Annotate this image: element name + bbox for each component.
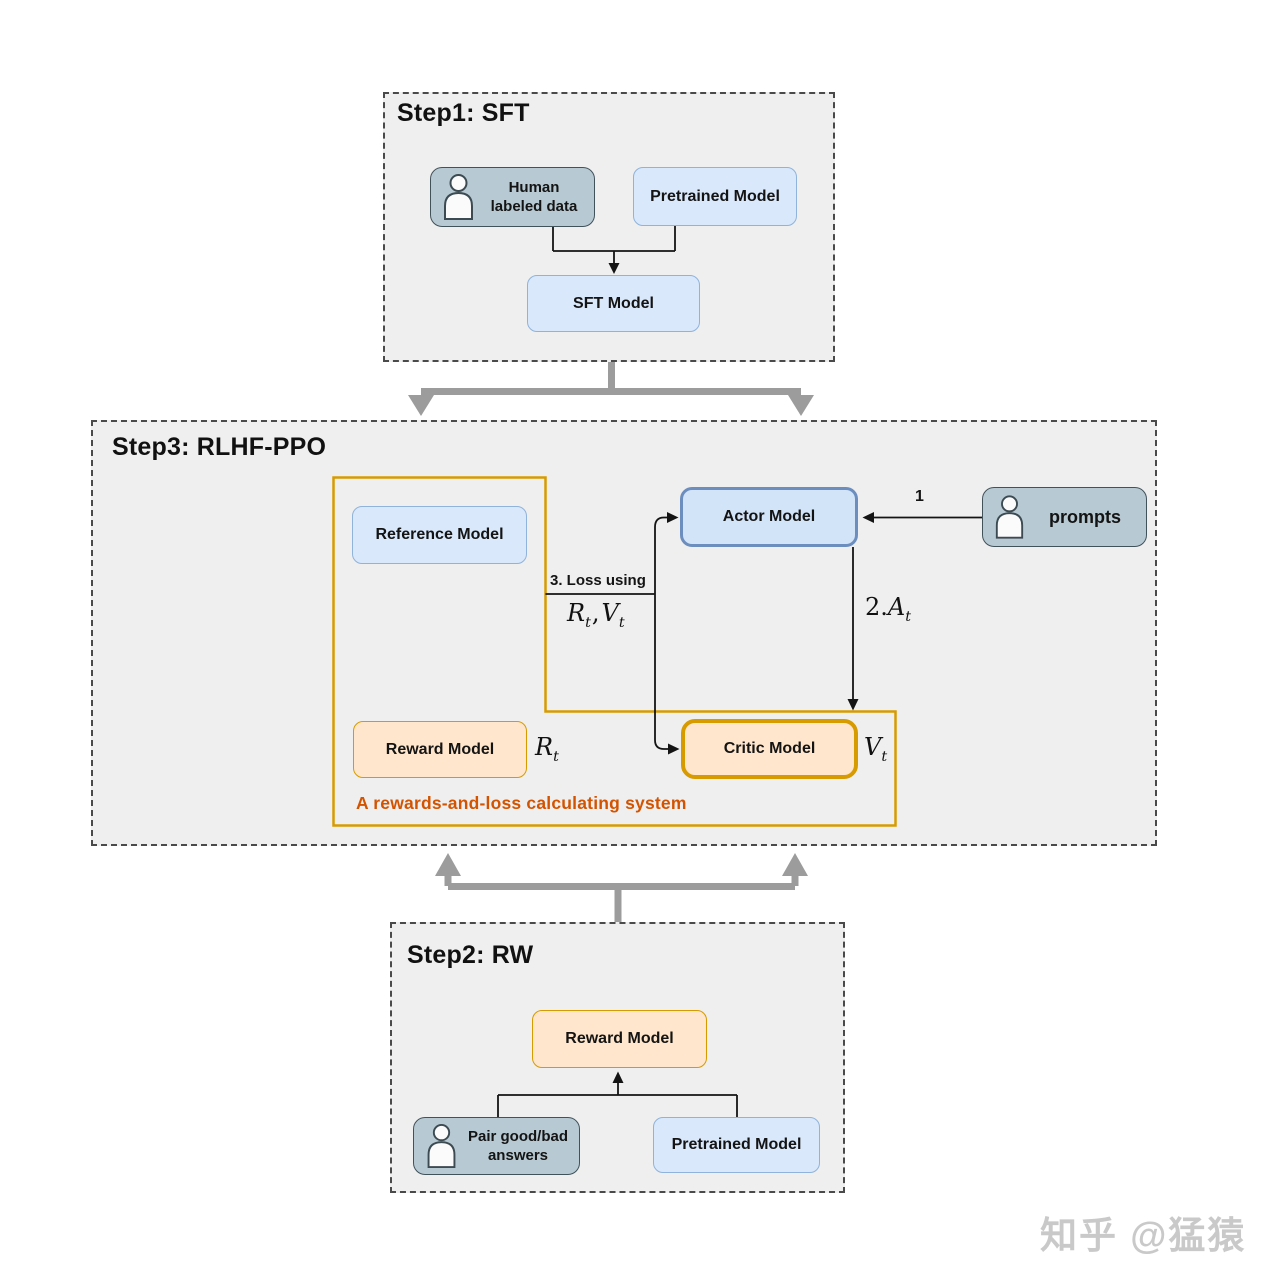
gray-arrowhead-up-right xyxy=(782,853,808,876)
human-labeled-data-node: Human labeled data xyxy=(430,167,595,227)
arrowhead-into-sft-model xyxy=(608,263,620,274)
critic-vt-label: Vt xyxy=(864,733,888,765)
actor-model-node: Actor Model xyxy=(680,487,858,547)
step3-rlhf-ppo-group xyxy=(91,420,1157,846)
human-labeled-data-label: Human labeled data xyxy=(490,178,578,216)
zhihu-watermark: 知乎 @猛猿 xyxy=(1040,1215,1247,1256)
loss-connector-line xyxy=(545,516,668,750)
critic-model-node: Critic Model xyxy=(681,719,858,779)
prompts-label: prompts xyxy=(1049,506,1121,527)
reward-rt-label: Rt xyxy=(535,733,559,765)
pretrained-model-label: Pretrained Model xyxy=(671,1136,802,1153)
pretrained-model-node-step2: Pretrained Model xyxy=(653,1117,820,1173)
arrowhead-into-actor-left xyxy=(667,512,679,523)
loss-using-label: 3. Loss using xyxy=(550,572,646,589)
critic-model-label: Critic Model xyxy=(723,740,816,757)
person-icon xyxy=(994,493,1025,541)
advantage-math-label: 2.At xyxy=(865,593,912,625)
pair-answers-node: Pair good/bad answers xyxy=(413,1117,580,1175)
step2-title: Step2: RW xyxy=(407,941,534,969)
step2-to-step3-connector xyxy=(444,875,799,922)
reward-model-label: Reward Model xyxy=(385,740,495,758)
step3-title: Step3: RLHF-PPO xyxy=(112,433,327,461)
reward-model-label: Reward Model xyxy=(565,1030,674,1047)
pair-answers-label: Pair good/bad answers xyxy=(467,1127,568,1165)
arrowhead-into-critic-left xyxy=(668,743,680,755)
prompts-node: prompts xyxy=(982,487,1147,547)
step2-merge-line xyxy=(497,1082,738,1117)
reference-model-node: Reference Model xyxy=(352,506,527,564)
pretrained-model-node-step1: Pretrained Model xyxy=(633,167,797,226)
person-icon xyxy=(442,173,475,221)
reward-model-node-step2: Reward Model xyxy=(532,1010,707,1068)
step1-to-step3-connector xyxy=(421,362,801,395)
arrowhead-into-critic-top xyxy=(847,699,859,711)
sft-model-label: SFT Model xyxy=(573,294,654,312)
reward-model-node-step3: Reward Model xyxy=(353,721,527,778)
gray-arrowhead-down-left xyxy=(408,395,434,416)
rewards-system-caption: A rewards-and-loss calculating system xyxy=(356,793,687,813)
sft-model-node: SFT Model xyxy=(527,275,700,332)
actor-model-label: Actor Model xyxy=(722,508,816,525)
pretrained-model-label: Pretrained Model xyxy=(650,187,780,205)
gray-arrowhead-down-right xyxy=(788,395,814,416)
person-icon xyxy=(425,1123,458,1169)
reference-model-label: Reference Model xyxy=(375,526,504,543)
step1-merge-line xyxy=(552,226,676,264)
loss-math-label: Rt,Vt xyxy=(567,599,625,631)
arrowhead-into-reward-model xyxy=(612,1071,624,1083)
step1-title: Step1: SFT xyxy=(397,99,530,127)
arrowhead-into-actor-right xyxy=(862,512,874,523)
rewards-system-outline xyxy=(332,476,897,827)
arrow-1-label: 1 xyxy=(915,488,924,505)
gray-arrowhead-up-left xyxy=(435,853,461,876)
